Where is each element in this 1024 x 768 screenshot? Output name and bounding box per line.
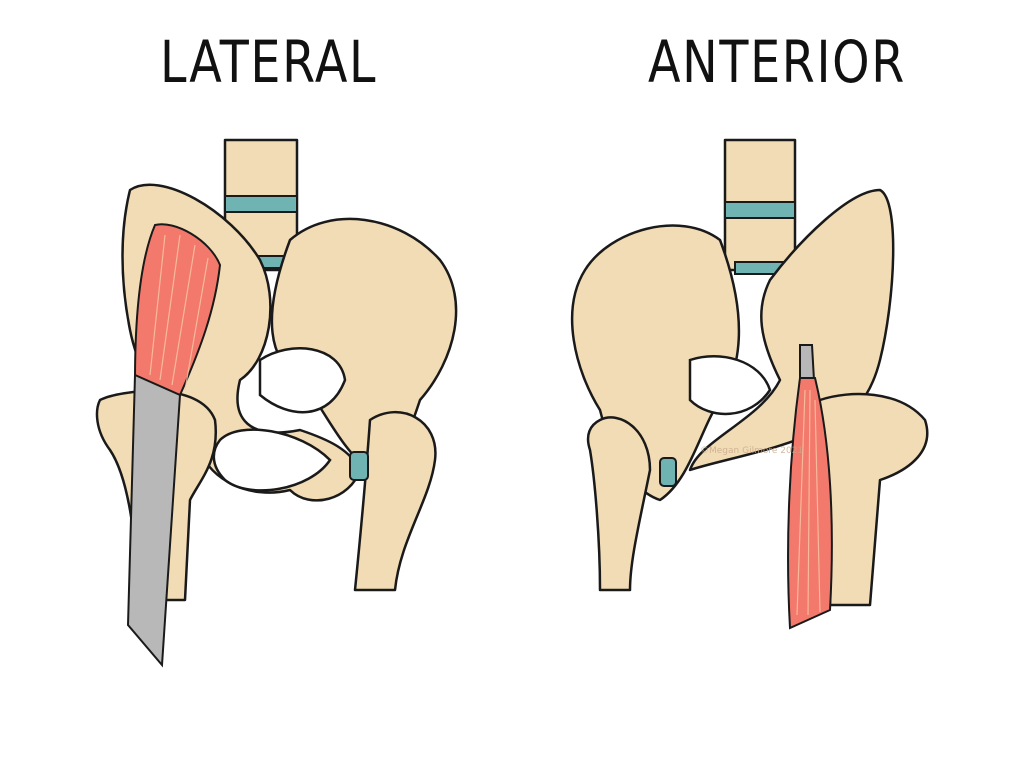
pelvic-inlet [258,347,347,414]
iliotibial-band [126,373,182,668]
anterior-left-femur [586,416,652,592]
rectus-femoris-tendon [799,344,816,381]
anterior-disc [724,201,796,219]
anterior-pelvic-inlet [688,355,772,416]
lateral-view-label: LATERAL [160,28,378,96]
pubic-symphysis [349,451,369,481]
anterior-view-label: ANTERIOR [648,28,906,96]
lateral-right-femur [353,410,437,592]
lateral-pelvis [95,138,458,668]
anterior-pubic-symphysis [659,457,677,487]
tensor-fasciae-latae-muscle [133,223,222,397]
watermark: ©Megan Gilmore 2021 [700,446,803,456]
lateral-disc [224,195,298,213]
obturator-foramen [212,428,332,492]
anterior-pelvis: ©Megan Gilmore 2021 [570,138,929,630]
